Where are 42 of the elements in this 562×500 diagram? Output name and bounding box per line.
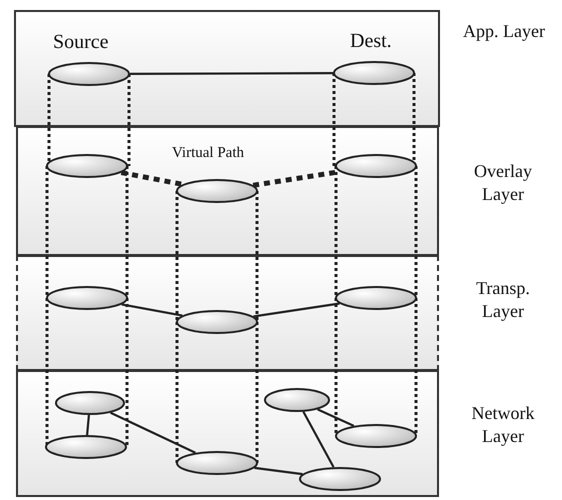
mapping-line xyxy=(414,298,418,436)
link-line xyxy=(254,466,303,476)
node-ellipse xyxy=(176,310,258,334)
node-ellipse xyxy=(299,467,381,491)
link-line xyxy=(302,411,335,468)
mapping-line xyxy=(256,191,258,322)
mapping-line xyxy=(128,74,130,166)
layer-label: Overlay Layer xyxy=(473,160,533,206)
link-line xyxy=(86,414,90,436)
node-ellipse xyxy=(176,451,258,475)
node-label: Source xyxy=(53,31,109,54)
layer-label: Transp. Layer xyxy=(475,277,531,323)
mapping-line xyxy=(334,166,338,298)
mapping-line xyxy=(414,166,418,298)
link-line xyxy=(110,412,196,454)
link-line xyxy=(317,408,354,427)
link-line xyxy=(253,302,340,318)
node-label: Dest. xyxy=(350,30,392,53)
node-ellipse xyxy=(335,286,417,310)
node-ellipse xyxy=(46,154,128,178)
path-label: Virtual Path xyxy=(172,145,244,162)
mapping-line xyxy=(176,191,178,322)
mapping-line xyxy=(46,298,48,447)
node-ellipse xyxy=(45,435,127,459)
node-ellipse xyxy=(264,388,330,412)
mapping-line xyxy=(332,73,336,166)
mapping-line xyxy=(176,322,178,463)
node-ellipse xyxy=(55,391,125,415)
node-ellipse xyxy=(176,179,258,203)
mapping-line xyxy=(126,166,128,298)
mapping-line xyxy=(126,298,128,447)
mapping-line xyxy=(46,166,48,298)
node-ellipse xyxy=(46,286,128,310)
link-line xyxy=(130,72,333,75)
link-line xyxy=(120,170,184,187)
mapping-line xyxy=(256,322,258,463)
mapping-line xyxy=(334,298,338,436)
link-line xyxy=(121,303,183,317)
node-ellipse xyxy=(335,154,417,178)
node-ellipse xyxy=(335,424,417,448)
layer-label: App. Layer xyxy=(462,20,546,43)
layer-label: Network Layer xyxy=(470,402,536,448)
